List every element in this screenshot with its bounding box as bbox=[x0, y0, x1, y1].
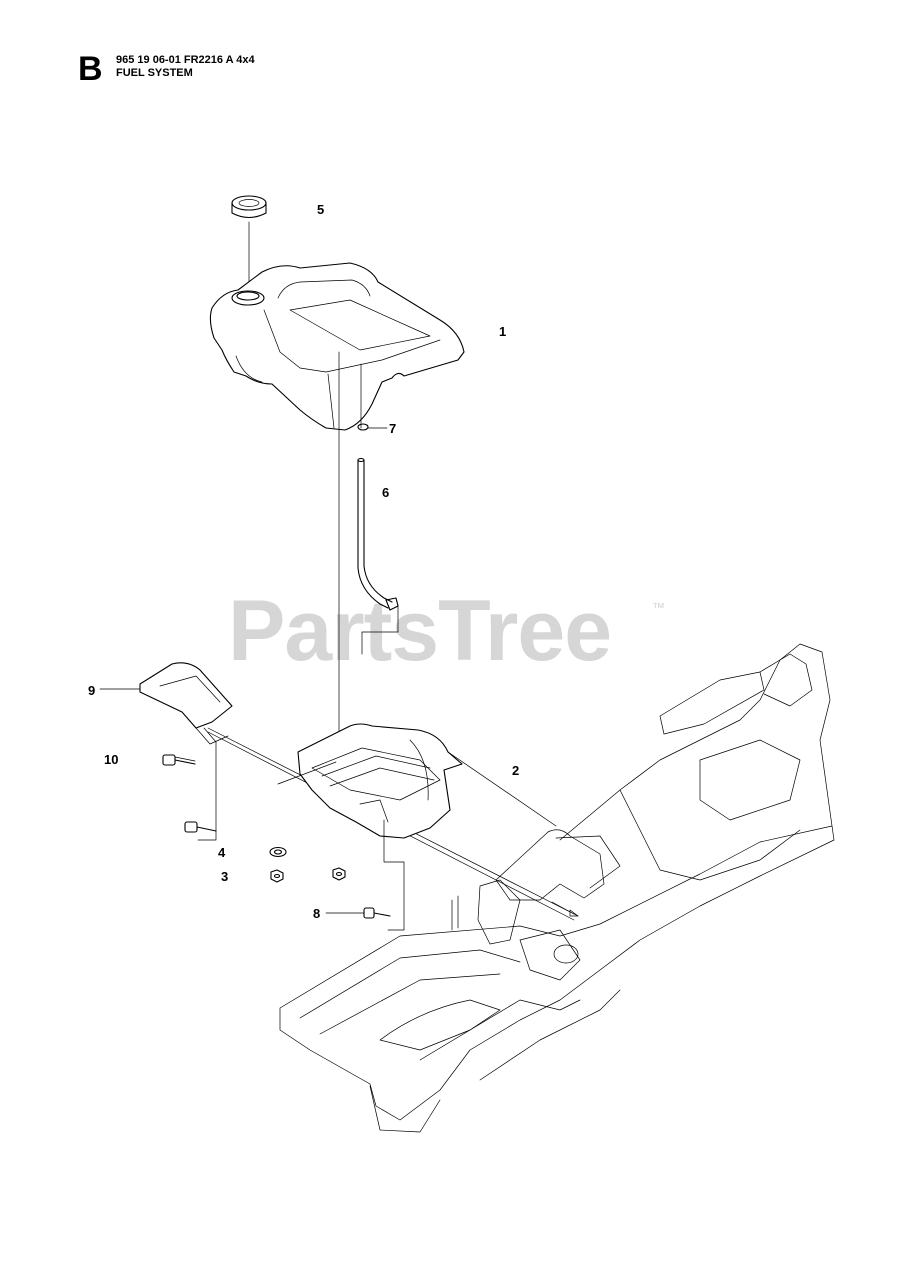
callout-2[interactable]: 2 bbox=[512, 763, 520, 778]
screw-part[interactable] bbox=[162, 754, 217, 833]
callout-6[interactable]: 6 bbox=[382, 485, 390, 500]
washer-part[interactable] bbox=[269, 846, 287, 858]
callout-1[interactable]: 1 bbox=[499, 324, 507, 339]
hose-clamp-part[interactable] bbox=[357, 423, 388, 431]
model-line: 965 19 06-01 FR2216 A 4x4 bbox=[116, 54, 255, 66]
header-text: 965 19 06-01 FR2216 A 4x4 FUEL SYSTEM bbox=[116, 54, 255, 80]
cover-plate-part[interactable] bbox=[99, 662, 233, 841]
callout-10[interactable]: 10 bbox=[104, 752, 119, 767]
bolt-part[interactable] bbox=[325, 907, 391, 919]
fuel-tank-part[interactable] bbox=[209, 262, 465, 431]
nut-part[interactable] bbox=[270, 867, 346, 883]
callout-9[interactable]: 9 bbox=[88, 683, 96, 698]
fuel-cap-part[interactable] bbox=[231, 195, 267, 287]
section-letter: B bbox=[78, 50, 103, 88]
watermark-logo: PartsTree bbox=[228, 583, 612, 679]
callout-8[interactable]: 8 bbox=[313, 906, 321, 921]
trademark-symbol: ™ bbox=[652, 600, 665, 615]
callout-5[interactable]: 5 bbox=[317, 202, 325, 217]
diagram-title: FUEL SYSTEM bbox=[116, 67, 193, 79]
callout-7[interactable]: 7 bbox=[389, 421, 397, 436]
tank-bracket-part[interactable] bbox=[277, 723, 557, 931]
fuel-hose-part[interactable] bbox=[357, 457, 399, 655]
mower-chassis-frame bbox=[279, 643, 835, 1133]
callout-3[interactable]: 3 bbox=[221, 869, 229, 884]
callout-4[interactable]: 4 bbox=[218, 845, 226, 860]
